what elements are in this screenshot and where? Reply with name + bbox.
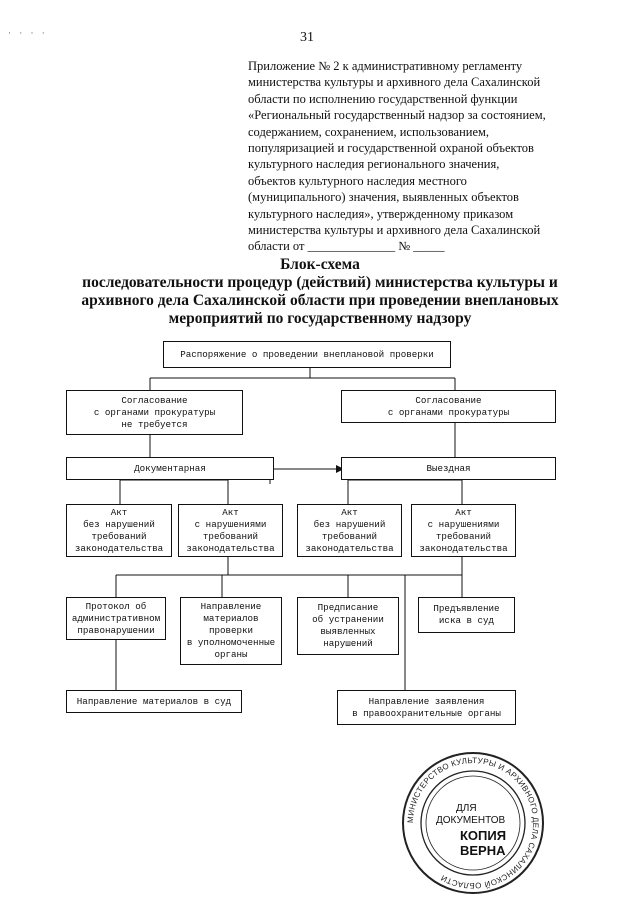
act-site-violations-box: Акт с нарушениями требований законодател… (411, 504, 516, 557)
approval-required-box: Согласование с органами прокуратуры (341, 390, 556, 423)
materials-to-authorities-box: Направление материалов проверки в уполно… (180, 597, 282, 665)
title-line: последовательности процедур (действий) м… (82, 274, 558, 291)
official-stamp: МИНИСТЕРСТВО КУЛЬТУРЫ И АРХИВНОГО ДЕЛА С… (398, 748, 548, 903)
appendix-line: (муниципального) значения, выявленных об… (248, 190, 519, 205)
act-site-ok-box: Акт без нарушений требований законодател… (297, 504, 402, 557)
appendix-line: популяризацией и государственной охраной… (248, 141, 534, 156)
stamp-seal-icon: МИНИСТЕРСТВО КУЛЬТУРЫ И АРХИВНОГО ДЕЛА С… (402, 752, 544, 894)
appendix-line: «Региональный государственный надзор за … (248, 108, 546, 123)
materials-to-court-box: Направление материалов в суд (66, 690, 242, 713)
title-line: мероприятий по государственному надзору (168, 310, 472, 327)
prescription-box: Предписание об устранении выявленных нар… (297, 597, 399, 655)
documentary-box: Документарная (66, 457, 274, 480)
act-doc-violations-box: Акт с нарушениями требований законодател… (178, 504, 283, 557)
lawsuit-box: Предъявление иска в суд (418, 597, 515, 633)
stamp-copy-true: КОПИЯ ВЕРНА (460, 828, 507, 858)
appendix-line: области по исполнению государственной фу… (248, 91, 518, 106)
appendix-line: министерства культуры и архивного дела С… (248, 223, 541, 238)
act-doc-ok-box: Акт без нарушений требований законодател… (66, 504, 172, 557)
title-line: архивного дела Сахалинской области при п… (81, 292, 559, 309)
onsite-box: Выездная (341, 457, 556, 480)
order-box: Распоряжение о проведении внеплановой пр… (163, 341, 451, 368)
page-number: 31 (300, 30, 314, 45)
appendix-line: министерства культуры и архивного дела С… (248, 75, 541, 90)
approval-not-required-box: Согласование с органами прокуратуры не т… (66, 390, 243, 435)
appendix-line: культурного наследия», утвержденному при… (248, 206, 514, 221)
stamp-for-documents-2: ДОКУМЕНТОВ (436, 815, 506, 826)
flowchart-title: Блок-схема последовательности процедур (… (40, 256, 600, 328)
appendix-line: содержанием, сохранением, использованием… (248, 124, 490, 139)
title-line: Блок-схема (280, 256, 360, 273)
corner-marks: · · · · (8, 28, 48, 38)
protocol-box: Протокол об административном правонаруше… (66, 597, 166, 640)
statement-to-law-enforcement-box: Направление заявления в правоохранительн… (337, 690, 516, 725)
appendix-line: Приложение № 2 к административному регла… (248, 59, 523, 73)
appendix-line: области от ______________ № _____ (248, 239, 445, 254)
appendix-header: Приложение № 2 к административному регла… (248, 58, 558, 255)
stamp-for-documents-1: ДЛЯ (456, 803, 477, 814)
appendix-line: объектов культурного наследия местного (248, 173, 467, 188)
appendix-line: культурного наследия регионального значе… (248, 157, 500, 172)
